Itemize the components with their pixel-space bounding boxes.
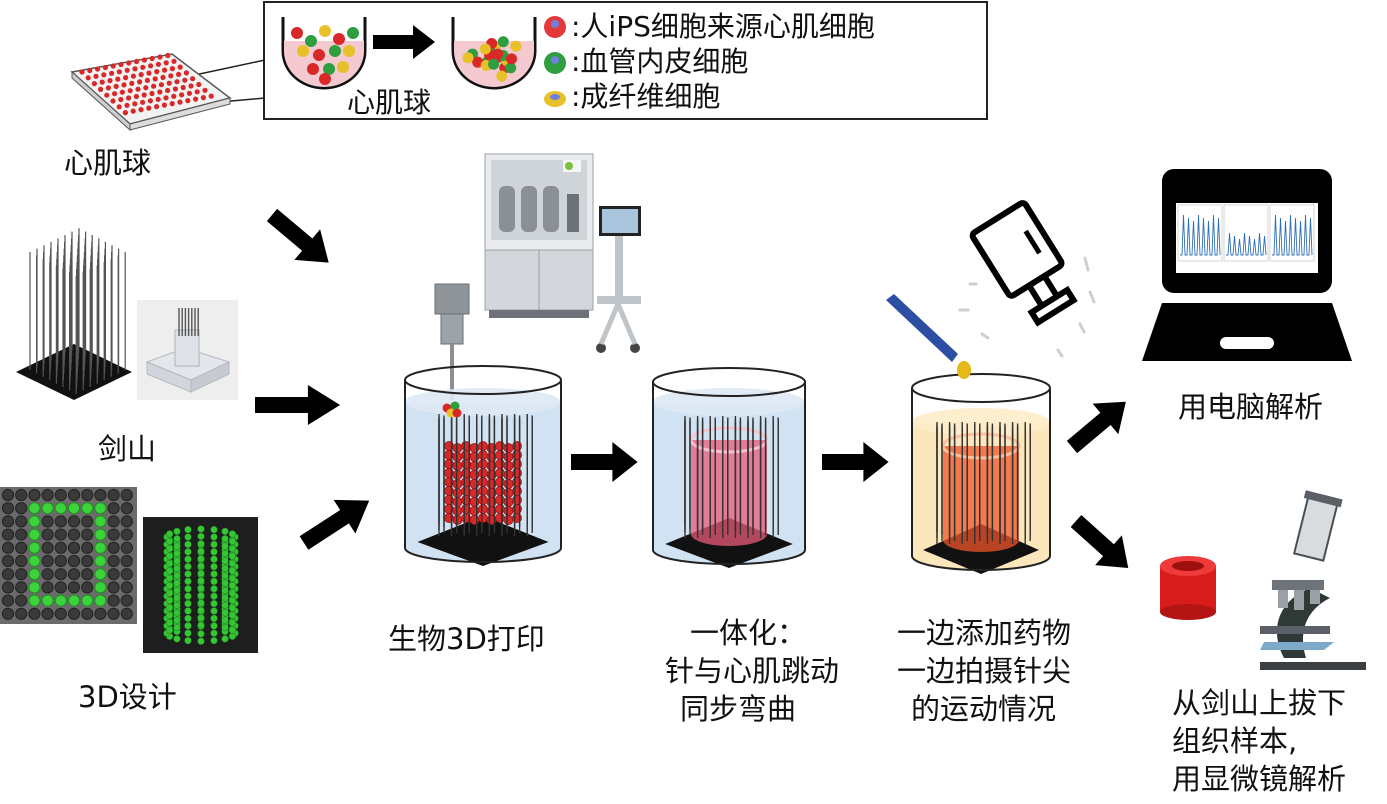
legend-item-endothelial: :血管内皮细胞 bbox=[571, 45, 749, 78]
arrow-drug-to-microscope bbox=[1062, 506, 1142, 583]
print-head bbox=[434, 283, 470, 315]
arrow-drug-to-computer bbox=[1059, 386, 1139, 463]
well-plate-icon bbox=[70, 52, 232, 132]
legend-item-fibroblast: :成纤维细胞 bbox=[571, 80, 721, 113]
spheroid-formed-dish-icon bbox=[451, 17, 537, 90]
arrow-print-to-integration bbox=[571, 442, 638, 482]
microscope-line-2: 组织样本, bbox=[1172, 724, 1298, 758]
arrow-spheroid-to-print bbox=[259, 199, 342, 278]
computer-analysis-label: 用电脑解析 bbox=[1178, 390, 1324, 424]
design-cylinder-image bbox=[143, 517, 258, 653]
microscope-line-3: 用显微镜解析 bbox=[1172, 762, 1347, 796]
bioprinter-machine bbox=[484, 153, 641, 353]
kenzan-holder-photo bbox=[137, 300, 238, 400]
integration-line-2: 针与心肌跳动 bbox=[665, 654, 840, 688]
design-grid-image bbox=[0, 487, 137, 624]
arrow-kenzan-to-print bbox=[255, 385, 341, 425]
spheroid-dish-icon bbox=[281, 17, 367, 90]
drug-line-2: 一边拍摄针尖 bbox=[897, 654, 1072, 688]
laptop-icon bbox=[1142, 169, 1352, 361]
integration-line-3: 同步弯曲 bbox=[680, 692, 797, 726]
arrow-integration-to-drug bbox=[822, 442, 889, 482]
arrow-design-to-print bbox=[293, 483, 381, 560]
spheroid-caption: 心肌球 bbox=[347, 86, 432, 119]
microscope-icon bbox=[1260, 490, 1366, 670]
microscope-line-1: 从剑山上拔下 bbox=[1172, 686, 1347, 720]
fibroblast-icon bbox=[544, 91, 566, 107]
pipette-icon bbox=[886, 294, 971, 379]
drug-beaker bbox=[911, 373, 1051, 574]
kenzan-needle-array bbox=[16, 228, 132, 400]
light-ray-marks bbox=[958, 256, 1096, 358]
camera-icon bbox=[969, 200, 1078, 327]
spheroid-label: 心肌球 bbox=[64, 146, 152, 180]
kenzan-label: 剑山 bbox=[98, 432, 157, 466]
cardiomyocyte-icon bbox=[544, 16, 566, 38]
bioprint-label: 生物3D打印 bbox=[388, 622, 545, 656]
endothelial-cell-icon bbox=[544, 52, 566, 74]
drug-line-1: 一边添加药物 bbox=[897, 616, 1072, 650]
integration-line-1: 一体化： bbox=[690, 616, 807, 650]
legend-item-cardiomyocyte: :人iPS细胞来源心肌细胞 bbox=[571, 10, 875, 43]
drug-line-3: 的运动情况 bbox=[911, 692, 1057, 726]
design-label: 3D设计 bbox=[78, 680, 177, 714]
print-beaker bbox=[404, 283, 562, 566]
legend-panel: 心肌球 :人iPS细胞来源心肌细胞 :血管内皮细胞 :成纤维细胞 bbox=[263, 1, 988, 120]
integration-beaker bbox=[652, 367, 806, 568]
legend-arrow-icon bbox=[373, 25, 435, 59]
tissue-sample-icon bbox=[1160, 556, 1216, 620]
